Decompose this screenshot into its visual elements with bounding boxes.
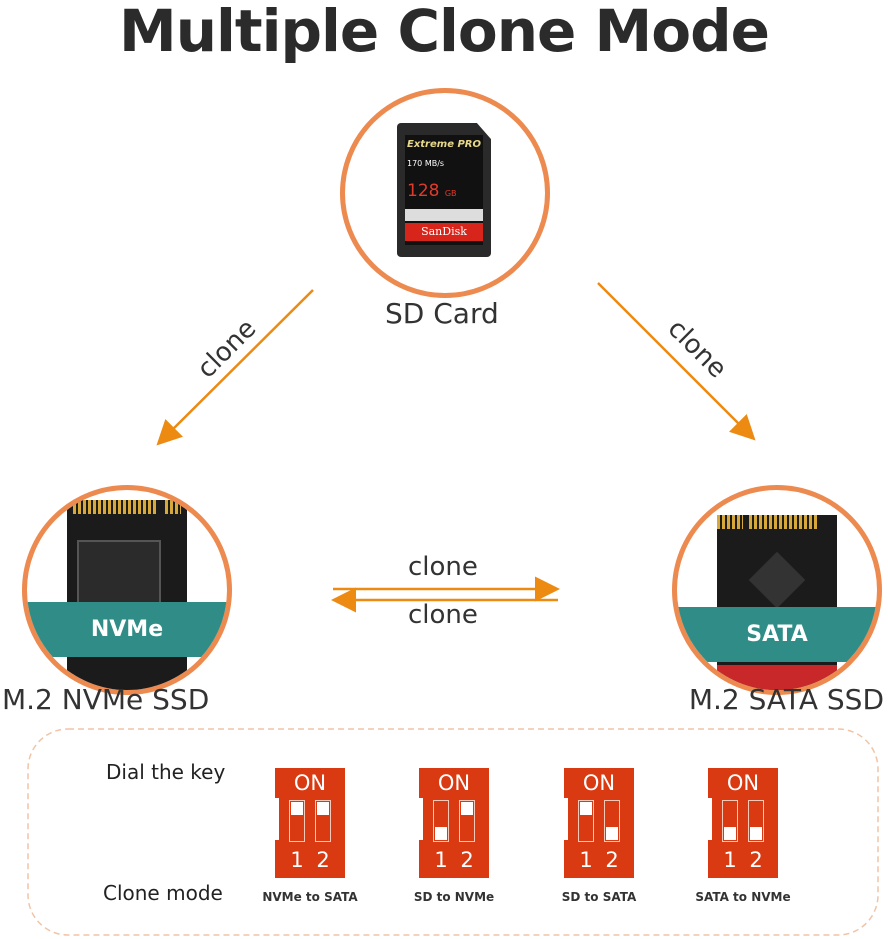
on-label: ON: [293, 771, 327, 795]
switch-2: [459, 800, 475, 842]
switch-2-number: 2: [460, 848, 474, 872]
arrow-sd-to-sata: [597, 282, 756, 441]
clone-mode-name: SD to NVMe: [413, 890, 495, 904]
switch-2-number: 2: [605, 848, 619, 872]
nvme-label: M.2 NVMe SSD: [2, 683, 210, 716]
switch-1-number: 1: [434, 848, 448, 872]
card-brand: SanDisk: [405, 223, 483, 241]
on-label: ON: [437, 771, 471, 795]
card-capacity: 128: [407, 181, 440, 201]
on-label: ON: [726, 771, 760, 795]
switch-1: [578, 800, 594, 842]
dip-switch: ON 1 2: [563, 768, 634, 878]
nvme-circle: NVMe: [22, 485, 232, 695]
switch-1-number: 1: [579, 848, 593, 872]
on-label: ON: [582, 771, 616, 795]
clone-mode-label: Clone mode: [103, 881, 223, 905]
sata-label: M.2 SATA SSD: [688, 683, 884, 716]
sata-tag: SATA: [677, 607, 877, 662]
clone-mode-name: NVMe to SATA: [262, 890, 358, 904]
switch-2: [748, 800, 764, 842]
nvme-board-image: [67, 500, 187, 690]
switch-1-number: 1: [290, 848, 304, 872]
clone-label-bottom: clone: [408, 600, 478, 630]
sd-card-label: SD Card: [385, 297, 499, 330]
card-line: Extreme PRO: [407, 139, 481, 150]
switch-2: [604, 800, 620, 842]
clone-mode-name: SD to SATA: [561, 890, 637, 904]
page-title: Multiple Clone Mode: [119, 0, 770, 65]
arrow-sd-to-nvme: [156, 289, 314, 446]
switch-2-number: 2: [316, 848, 330, 872]
sd-card-circle: Extreme PRO 170 MB/s 128 GB SanDisk: [340, 88, 550, 298]
dip-switch: ON 1 2: [418, 768, 489, 878]
switch-2-number: 2: [749, 848, 763, 872]
switch-2: [315, 800, 331, 842]
dial-label: Dial the key: [106, 760, 226, 784]
card-speed: 170 MB/s: [407, 159, 445, 168]
switch-1-number: 1: [723, 848, 737, 872]
clone-mode-name: SATA to NVMe: [695, 890, 791, 904]
dip-switch: ON 1 2: [707, 768, 778, 878]
switch-1: [433, 800, 449, 842]
dip-switch: ON 1 2: [274, 768, 345, 878]
switch-1: [289, 800, 305, 842]
sata-circle: SATA: [672, 485, 882, 695]
nvme-tag: NVMe: [27, 602, 227, 657]
sd-card-image: Extreme PRO 170 MB/s 128 GB SanDisk: [397, 123, 491, 257]
clone-label-top: clone: [408, 552, 478, 582]
legend-box: [27, 728, 879, 936]
card-unit: GB: [444, 189, 457, 198]
switch-1: [722, 800, 738, 842]
